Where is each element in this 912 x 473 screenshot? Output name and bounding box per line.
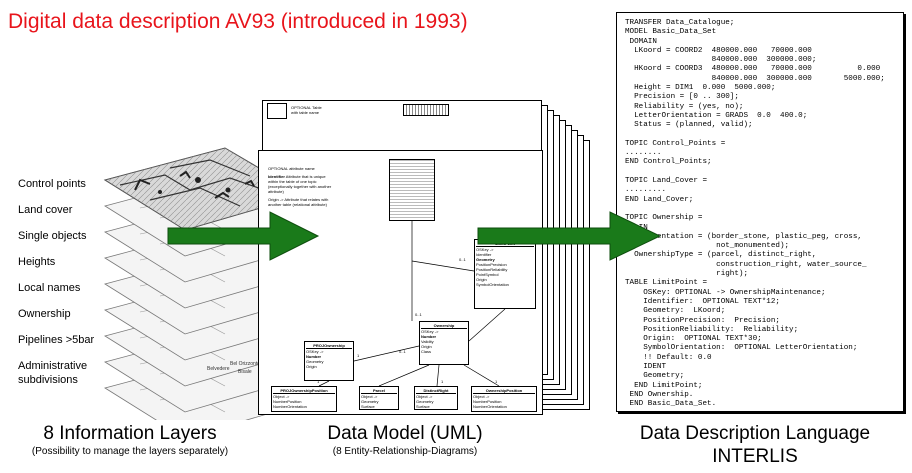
table-name-label: with table name <box>291 110 320 115</box>
attr: Origin <box>306 364 317 369</box>
mini-hatched-box <box>403 104 449 116</box>
attr: Number <box>421 334 437 339</box>
attr: PositionReliability <box>476 267 508 272</box>
attr: NumberOrientation <box>273 404 307 409</box>
attr: Origin <box>476 277 487 282</box>
uml-class-projownership-name: PROJOwnership <box>306 343 352 349</box>
layer-label-single-objects: Single objects <box>18 230 87 242</box>
legend-unique-attr: Attribute that is unique within the tabl… <box>268 174 332 194</box>
attr: Number <box>306 354 322 359</box>
interlis-code: TRANSFER Data_Catalogue; MODEL Basic_Dat… <box>625 19 885 409</box>
caption-left-main: 8 Information Layers <box>43 423 217 444</box>
mult-7: 1 <box>495 379 498 384</box>
mult-6: 1 <box>317 379 320 384</box>
uml-class-ownershipposition: OwnershipPosition Object -> NumberPositi… <box>471 386 537 412</box>
legend-optional-attr: OPTIONAL attribute name <box>268 166 315 171</box>
page-title: Digital data description AV93 (introduce… <box>8 10 468 33</box>
attr: Geometry <box>306 359 324 364</box>
caption-left-sub: (Possibility to manage the layers separa… <box>31 446 229 457</box>
legend-relational-attr: Attribute that relates with another tabl… <box>268 197 329 207</box>
layer-label-local-names: Local names <box>18 282 81 294</box>
attr: Object -> <box>361 394 378 399</box>
layer-label-administrative: Administrative <box>18 360 88 372</box>
attr: NumberPosition <box>473 399 502 404</box>
layer-label-control-points: Control points <box>18 178 86 190</box>
layer-stack-illustration: Belvedere Bel Orizzonte Bisale <box>103 147 307 420</box>
attr: Geometry <box>416 399 434 404</box>
layer-label-ownership: Ownership <box>18 308 71 320</box>
caption-right-sub: INTERLIS <box>712 446 798 467</box>
attr: Object -> <box>473 394 490 399</box>
attr: Object -> <box>273 394 290 399</box>
uml-front-page: OPTIONAL attribute name Identifier Attri… <box>258 150 543 415</box>
mult-1: 0..1 <box>415 312 422 317</box>
attr: OSKey -> <box>306 349 324 354</box>
layer-label-pipelines: Pipelines >5bar <box>18 334 95 346</box>
map-label-1: Belvedere <box>207 366 230 372</box>
layer-label-heights: Heights <box>18 256 56 268</box>
attr: Origin <box>421 344 432 349</box>
uml-hatched-table <box>389 159 435 221</box>
interlis-code-panel: TRANSFER Data_Catalogue; MODEL Basic_Dat… <box>616 12 904 412</box>
attr: SymbolOrientation <box>476 282 509 287</box>
attr: Validity <box>421 339 434 344</box>
uml-connectors: 0..1 0..1 1 1 0..1 1 1 <box>317 221 506 387</box>
uml-class-parcel-name: Parcel <box>361 388 397 394</box>
topographic-map <box>103 147 307 231</box>
uml-class-projownership: PROJOwnership OSKey -> Number Geometry O… <box>304 341 354 381</box>
attr: Surface <box>361 404 375 409</box>
layer-label-land-cover: Land cover <box>18 204 73 216</box>
caption-middle-sub: (8 Entity-Relationship-Diagrams) <box>332 446 478 457</box>
mult-3: 1 <box>357 353 360 358</box>
uml-class-parcel: Parcel Object -> Geometry Surface <box>359 386 399 410</box>
mini-table-box <box>267 103 287 119</box>
attr: Surface <box>416 404 430 409</box>
caption-middle-main: Data Model (UML) <box>327 423 483 444</box>
uml-class-ownership: Ownership OSKey -> Number Validity Origi… <box>419 321 469 365</box>
layer-label-subdivisions: subdivisions <box>18 374 78 386</box>
mult-4: 1 <box>441 379 444 384</box>
attr: Class <box>421 349 432 354</box>
mult-2: 0..1 <box>399 349 406 354</box>
optional-table-label: OPTIONAL Table <box>291 105 322 110</box>
attr: PositionPrecision <box>476 262 507 267</box>
attr: NumberPosition <box>273 399 302 404</box>
attr: OSKey -> <box>421 329 439 334</box>
legend-identifier: Identifier <box>268 174 285 179</box>
uml-class-ownershipposition-name: OwnershipPosition <box>473 388 535 394</box>
attr: Object -> <box>416 394 433 399</box>
uml-class-projownershipposition: PROJOwnershipPosition Object -> NumberPo… <box>271 386 337 412</box>
uml-class-ownership-name: Ownership <box>421 323 467 329</box>
map-label-3: Bisale <box>238 369 252 375</box>
uml-class-distinctright-name: DistinctRight <box>416 388 456 394</box>
attr: NumberOrientation <box>473 404 507 409</box>
uml-class-projownershipposition-name: PROJOwnershipPosition <box>273 388 335 394</box>
uml-class-distinctright: DistinctRight Object -> Geometry Surface <box>414 386 458 410</box>
caption-right-main: Data Description Language <box>639 423 871 444</box>
attr: Geometry <box>361 399 379 404</box>
map-label-2: Bel Orizzonte <box>230 361 260 367</box>
attr: PointSymbol <box>476 272 499 277</box>
mult-5: 0..1 <box>459 257 466 262</box>
legend-origin: Origin -> <box>268 197 284 202</box>
